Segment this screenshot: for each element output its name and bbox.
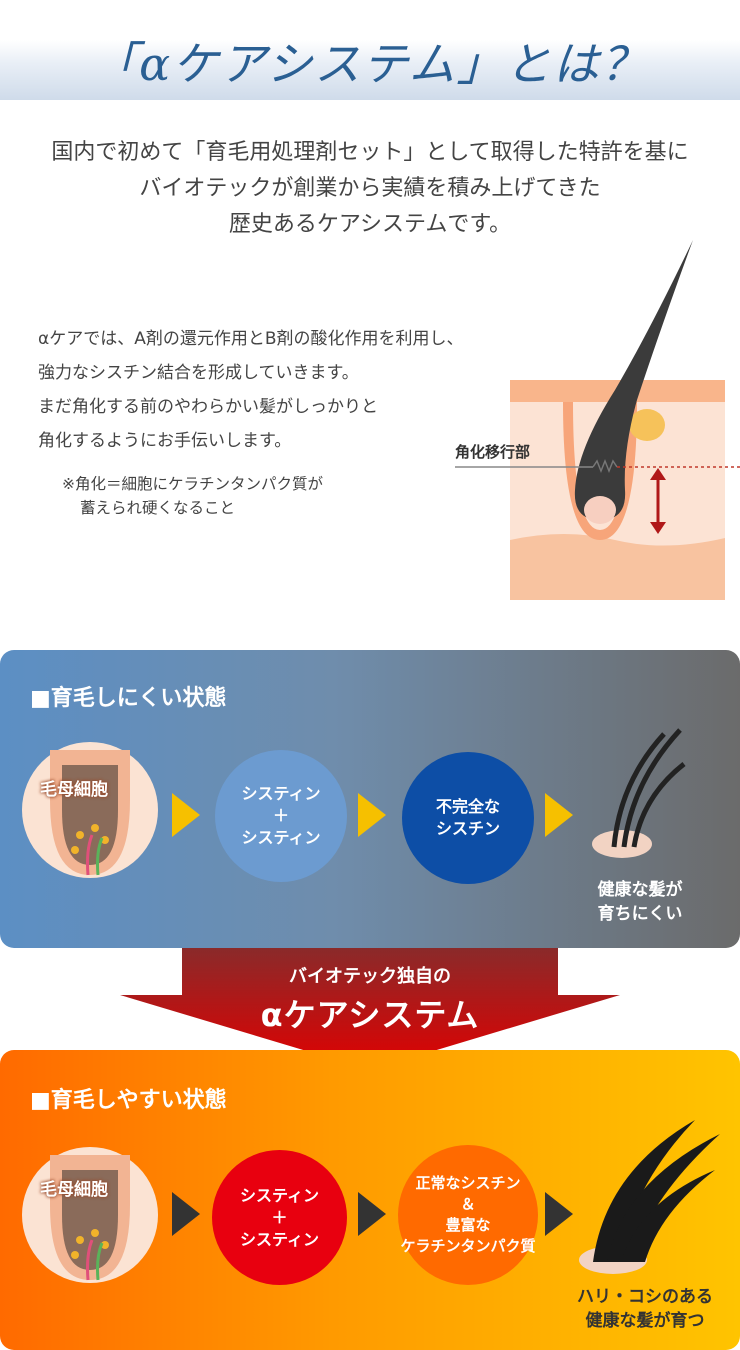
cysteine-text: システィン <box>241 784 321 803</box>
result-line: 健康な髪が育つ <box>585 1311 705 1331</box>
hair-follicle-illustration <box>455 240 740 600</box>
intro-line: 歴史あるケアシステムです。 <box>228 212 512 237</box>
body-line: 強力なシスチン結合を形成していきます。 <box>38 363 359 383</box>
c3-text: ケラチンタンパク質 <box>400 1237 536 1255</box>
difficult-state-title: ■育毛しにくい状態 <box>30 686 227 711</box>
cell-label: 毛母細胞 <box>40 780 108 800</box>
arrow-right-icon <box>358 793 386 837</box>
result-caption: 健康な髪が 育ちにくい <box>565 878 715 926</box>
normal-cystine-circle: 正常なシスチン ＆ 豊富なケラチンタンパク質 <box>398 1145 538 1285</box>
c3-text: ＆ <box>460 1195 476 1213</box>
c3-text: 正常なシスチン <box>415 1174 521 1192</box>
note-line: 蓄えられ硬くなること <box>80 499 236 517</box>
note-line: ※角化＝細胞にケラチンタンパク質が <box>62 475 323 493</box>
down-arrow-banner <box>120 948 620 1070</box>
cysteine-text: システィン <box>241 828 321 847</box>
page-title: 「αケアシステム」とは？ <box>91 37 649 91</box>
intro-line: 国内で初めて「育毛用処理剤セット」として取得した特許を基に <box>51 140 689 165</box>
body-line: 角化するようにお手伝いします。 <box>38 431 292 451</box>
c3-text: シスチン <box>435 819 500 838</box>
cysteine-circle: システィン＋システィン <box>212 1150 347 1285</box>
intro-line: バイオテックが創業から実績を積み上げてきた <box>139 176 601 201</box>
arrow-right-icon <box>358 1192 386 1236</box>
title-band <box>0 40 740 100</box>
c3-text: 豊富な <box>445 1216 491 1234</box>
thick-hair-icon <box>579 1120 720 1274</box>
banner-line2: αケアシステム <box>260 996 480 1034</box>
result-line: 健康な髪が <box>597 880 683 900</box>
c3-text: 不完全な <box>435 797 500 816</box>
thin-hair-icon <box>592 728 686 858</box>
cysteine-text: システィン <box>239 1185 320 1205</box>
keratinization-label: 角化移行部 <box>455 443 531 461</box>
incomplete-cystine-circle: 不完全なシスチン <box>402 752 534 884</box>
result-line: 育ちにくい <box>597 904 683 924</box>
result-caption: ハリ・コシのある 健康な髪が育つ <box>560 1285 730 1333</box>
arrow-right-icon <box>545 1192 573 1236</box>
intro-text: 国内で初めて「育毛用処理剤セット」として取得した特許を基に バイオテックが創業か… <box>0 135 740 243</box>
result-line: ハリ・コシのある <box>577 1287 713 1307</box>
body-line: まだ角化する前のやわらかい髪がしっかりと <box>38 397 378 417</box>
body-text: αケアでは、A剤の還元作用とB剤の酸化作用を利用し、 強力なシスチン結合を形成し… <box>38 322 464 458</box>
body-line: αケアでは、A剤の還元作用とB剤の酸化作用を利用し、 <box>38 329 464 349</box>
cell-illustration <box>22 1147 158 1283</box>
banner-line1: バイオテック独自の <box>289 966 451 987</box>
cysteine-circle: システィン ＋ システィン <box>215 750 347 882</box>
note: ※角化＝細胞にケラチンタンパク質が 蓄えられ硬くなること <box>62 472 323 520</box>
cell-illustration <box>22 742 158 878</box>
easy-state-title: ■育毛しやすい状態 <box>30 1088 227 1113</box>
cell-label: 毛母細胞 <box>40 1180 108 1200</box>
arrow-right-icon <box>172 793 200 837</box>
cysteine-text: システィン <box>239 1229 320 1249</box>
plus-text: ＋ <box>271 1207 288 1227</box>
plus-text: ＋ <box>272 806 289 825</box>
arrow-right-icon <box>545 793 573 837</box>
arrow-right-icon <box>172 1192 200 1236</box>
